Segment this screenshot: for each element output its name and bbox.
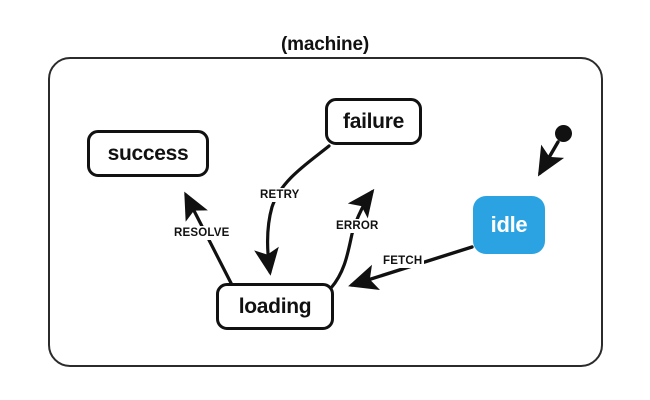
state-node-success[interactable]: success [87, 130, 209, 177]
initial-state-dot-icon [555, 125, 572, 142]
transition-label-retry[interactable]: RETRY [258, 188, 302, 202]
state-node-failure[interactable]: failure [325, 98, 422, 145]
transition-label-fetch[interactable]: FETCH [381, 254, 425, 268]
state-node-loading[interactable]: loading [216, 283, 334, 330]
transition-label-resolve[interactable]: RESOLVE [172, 226, 232, 240]
state-node-idle[interactable]: idle [473, 196, 545, 254]
transition-label-error[interactable]: ERROR [334, 219, 381, 233]
machine-title: (machine) [281, 34, 369, 55]
